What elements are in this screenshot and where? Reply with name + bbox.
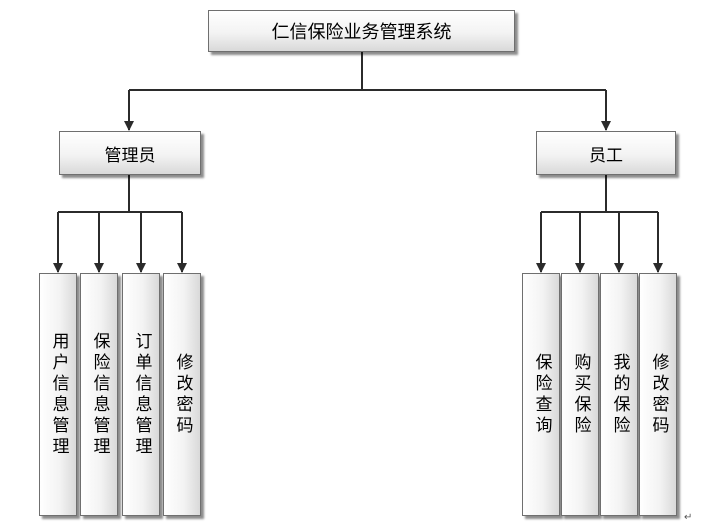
admin-child-user-info: 用户信息管理: [39, 273, 77, 516]
admin-label: 管理员: [104, 145, 156, 166]
staff-child-label: 修改密码: [648, 352, 669, 437]
admin-child-insurance-info: 保险信息管理: [80, 273, 118, 516]
staff-child-buy-insurance: 购买保险: [561, 273, 599, 516]
staff-child-label: 我的保险: [609, 352, 630, 437]
admin-node: 管理员: [59, 131, 201, 175]
staff-child-insurance-query: 保险查询: [522, 273, 560, 516]
admin-child-label: 订单信息管理: [131, 331, 152, 458]
root-node: 仁信保险业务管理系统: [208, 10, 515, 52]
staff-child-label: 保险查询: [531, 352, 552, 437]
admin-child-change-password: 修改密码: [163, 273, 201, 516]
admin-child-label: 用户信息管理: [48, 331, 69, 458]
staff-child-change-password: 修改密码: [639, 273, 677, 516]
admin-child-label: 修改密码: [172, 352, 193, 437]
staff-child-my-insurance: 我的保险: [600, 273, 638, 516]
admin-child-order-info: 订单信息管理: [122, 273, 160, 516]
staff-node: 员工: [536, 131, 676, 175]
staff-child-label: 购买保险: [570, 352, 591, 437]
staff-label: 员工: [589, 145, 623, 166]
paragraph-mark: ↵: [684, 512, 693, 523]
root-label: 仁信保险业务管理系统: [271, 22, 452, 43]
admin-child-label: 保险信息管理: [89, 331, 110, 458]
